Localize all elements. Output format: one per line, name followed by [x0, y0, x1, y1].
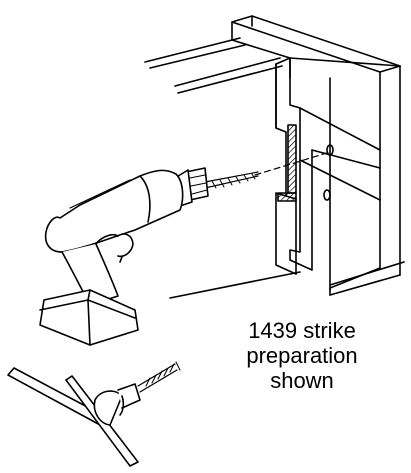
- caption-line-3: shown: [270, 368, 334, 393]
- caption-line-1: 1439 strike: [248, 318, 356, 343]
- drill-axis-line: [254, 151, 331, 176]
- caption: 1439 strike preparation shown: [222, 318, 382, 393]
- door-frame-icon: [144, 15, 405, 299]
- cordless-drill-icon: [39, 167, 259, 346]
- caption-line-2: preparation: [246, 343, 358, 368]
- hole-saw-tool-icon: [7, 361, 181, 467]
